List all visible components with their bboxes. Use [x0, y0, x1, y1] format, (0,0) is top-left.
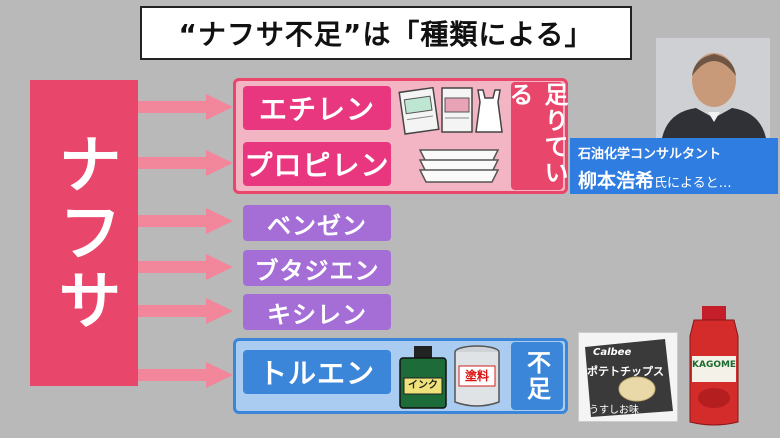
product-butadiene: ブタジエン [243, 250, 391, 286]
speaker-name: 柳本浩希 [578, 170, 655, 192]
naphtha-label: ナフサ [47, 131, 121, 335]
plastic-bags-icon [398, 86, 503, 135]
arrow-xylene-icon [138, 298, 233, 324]
arrow-butadiene-icon [138, 254, 233, 280]
paint-can-icon: 塗料 [452, 344, 502, 410]
naphtha-box: ナフサ [30, 80, 138, 386]
ink-label: インク [408, 380, 438, 391]
person-photo [656, 38, 770, 138]
speaker-suffix: 氏によると… [654, 176, 732, 191]
product-benzene: ベンゼン [243, 205, 391, 241]
ketchup-bottle-icon: KAGOME [684, 306, 744, 428]
product-toluene: トルエン [243, 350, 391, 394]
chips-brand: Calbee [593, 347, 632, 358]
status-sufficient-text: 足りている [505, 82, 568, 186]
speaker-role: 石油化学コンサルタント [578, 147, 722, 162]
chips-name: ポテトチップス [587, 365, 664, 378]
page-title: “ナフサ不足”は「種類による」 [178, 18, 594, 51]
ketchup-brand: KAGOME [692, 360, 737, 370]
arrow-ethylene-icon [138, 94, 233, 120]
arrow-propylene-icon [138, 150, 233, 176]
status-shortage: 不足 [511, 342, 563, 410]
status-sufficient: 足りている [505, 82, 568, 190]
product-xylene: キシレン [243, 294, 391, 330]
speaker-caption: 石油化学コンサルタント 柳本浩希氏によると… [570, 138, 778, 194]
status-shortage-text: 不足 [522, 350, 551, 402]
speaker-line: 柳本浩希氏によると… [578, 166, 770, 193]
food-tray-icon [418, 149, 500, 183]
product-ethylene: エチレン [243, 86, 391, 130]
product-propylene: プロピレン [243, 142, 391, 186]
ink-bottle-icon: インク [398, 344, 448, 410]
chips-flavor: うすしお味 [589, 405, 639, 416]
arrow-toluene-icon [138, 362, 233, 388]
potato-chips-icon: Calbee ポテトチップス うすしお味 [578, 332, 678, 422]
paint-label: 塗料 [464, 369, 489, 383]
title-box: “ナフサ不足”は「種類による」 [140, 6, 632, 60]
arrow-benzene-icon [138, 208, 233, 234]
